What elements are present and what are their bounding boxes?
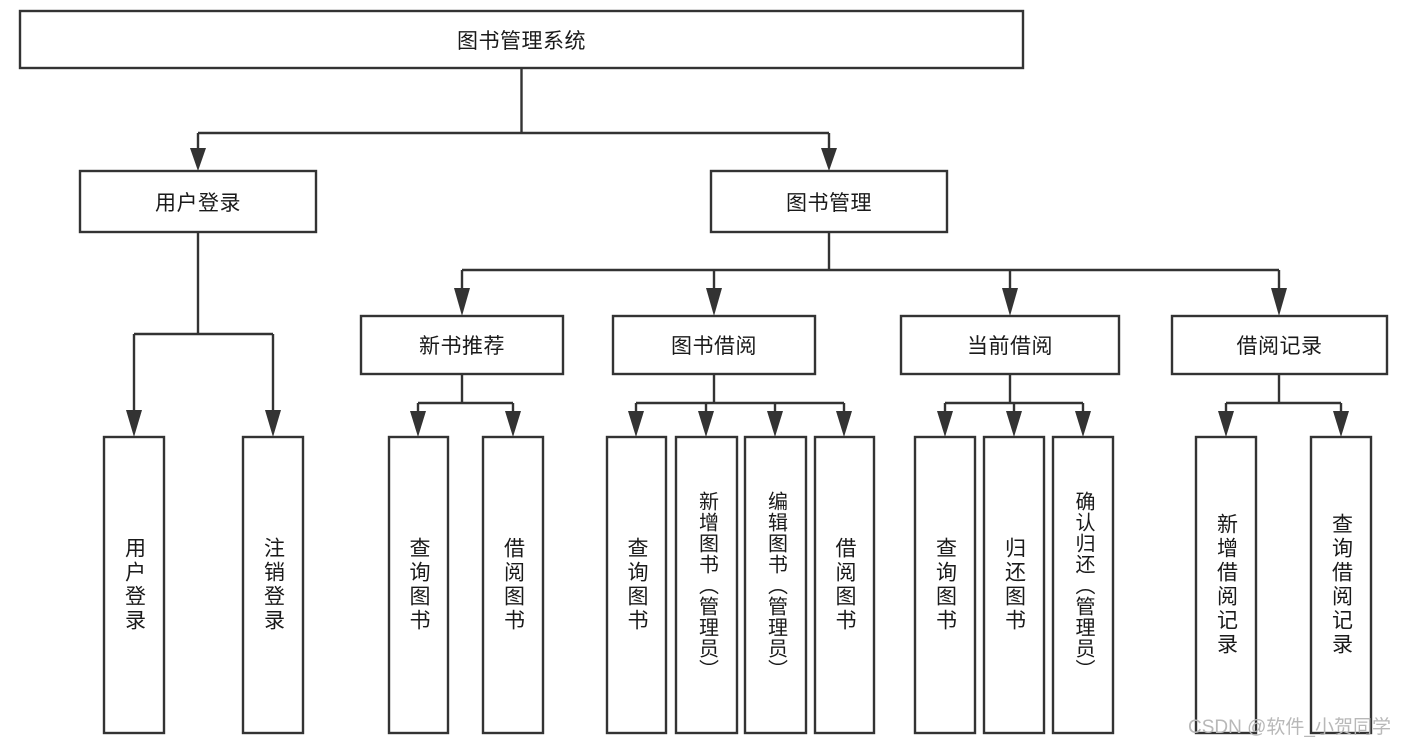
node-box-leaf-query-book-2[interactable] [605, 435, 668, 735]
node-box-leaf-query-record[interactable] [1309, 435, 1373, 735]
node-box-book-manage[interactable] [709, 169, 949, 234]
node-box-leaf-borrow-book-2[interactable] [813, 435, 876, 735]
node-box-leaf-borrow-book-1[interactable] [481, 435, 545, 735]
arrowhead-user-login [190, 148, 206, 171]
arrowhead-borrow-record [1271, 288, 1287, 316]
arrowhead-leaf-query-book-2 [628, 411, 644, 437]
arrowhead-book-borrow [706, 288, 722, 316]
node-box-new-book-recommend[interactable] [359, 314, 565, 376]
node-box-borrow-record[interactable] [1170, 314, 1389, 376]
arrowhead-leaf-query-book-3 [937, 411, 953, 437]
arrowhead-leaf-confirm-return [1075, 411, 1091, 437]
node-box-book-borrow[interactable] [611, 314, 817, 376]
node-box-user-login[interactable] [78, 169, 318, 234]
arrowhead-current-borrow [1002, 288, 1018, 316]
node-box-leaf-confirm-return[interactable] [1051, 435, 1115, 735]
node-box-leaf-edit-book[interactable] [743, 435, 808, 735]
arrowhead-leaf-edit-book [767, 411, 783, 437]
arrowhead-leaf-return-book [1006, 411, 1022, 437]
arrowhead-leaf-borrow-book-1 [505, 411, 521, 437]
node-box-leaf-return-book[interactable] [982, 435, 1046, 735]
arrowhead-leaf-query-record [1333, 411, 1349, 437]
arrowhead-leaf-query-book-1 [410, 411, 426, 437]
node-box-current-borrow[interactable] [899, 314, 1121, 376]
node-box-leaf-query-book-3[interactable] [913, 435, 977, 735]
arrowhead-new-book-recommend [454, 288, 470, 316]
arrowhead-book-manage [821, 148, 837, 171]
node-box-leaf-add-book[interactable] [674, 435, 739, 735]
node-box-leaf-query-book-1[interactable] [387, 435, 450, 735]
node-box-leaf-user-login[interactable] [102, 435, 166, 735]
arrowhead-leaf-borrow-book-2 [836, 411, 852, 437]
arrowhead-leaf-add-record [1218, 411, 1234, 437]
node-box-root[interactable] [18, 9, 1025, 70]
arrowhead-leaf-user-login [126, 410, 142, 437]
node-box-leaf-add-record[interactable] [1194, 435, 1258, 735]
node-box-leaf-logout[interactable] [241, 435, 305, 735]
arrowhead-leaf-logout [265, 410, 281, 437]
arrowhead-leaf-add-book [698, 411, 714, 437]
